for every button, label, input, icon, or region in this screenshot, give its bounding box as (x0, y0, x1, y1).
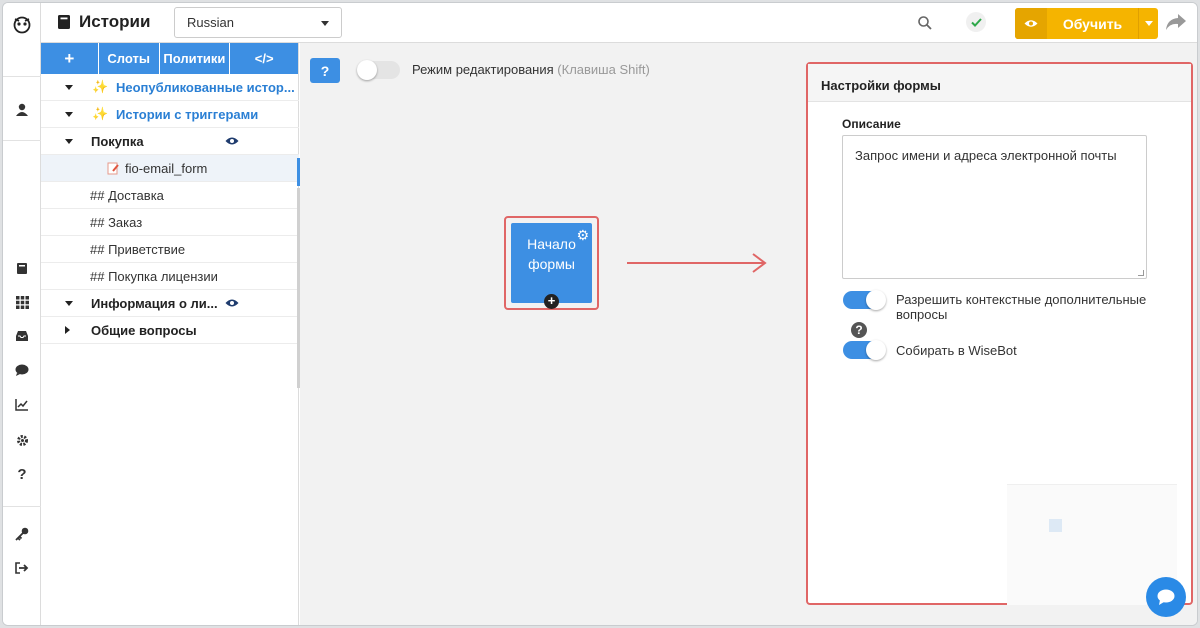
toggle-knob (866, 340, 886, 360)
chat-icon[interactable] (3, 360, 41, 380)
scrollbar-track[interactable] (297, 188, 300, 388)
toggle-knob (357, 60, 377, 80)
tree-item-triggers[interactable]: ✨ Истории с триггерами (41, 101, 299, 128)
edit-mode-label: Режим редактирования (Клавиша Shift) (412, 62, 650, 77)
gear-icon[interactable]: ⚙ (576, 227, 589, 243)
train-button[interactable]: Обучить (1015, 8, 1158, 39)
chevron-down-icon (321, 21, 329, 26)
tree-item-label: Неопубликованные истор... (116, 79, 295, 95)
add-node-icon[interactable]: + (544, 294, 559, 309)
description-field-value: Запрос имени и адреса электронной почты (855, 148, 1117, 163)
train-button-label: Обучить (1062, 15, 1123, 32)
add-story-button[interactable]: + (41, 43, 99, 74)
top-bar: Истории Russian Обучить (41, 3, 1197, 43)
key-icon[interactable] (3, 524, 41, 544)
form-settings-title: Настройки формы (808, 64, 1191, 102)
tree-item-story[interactable]: ## Доставка (41, 182, 299, 209)
page-title-text: Истории (79, 12, 151, 31)
tree-item-general-questions[interactable]: Общие вопросы (41, 317, 299, 344)
help-icon[interactable]: ? (17, 465, 27, 483)
form-start-node-highlight: ⚙ Начало формы + (504, 216, 599, 310)
node-label-line1: Начало (527, 236, 576, 252)
sparkle-icon: ✨ (92, 79, 109, 94)
eye-icon[interactable] (1015, 8, 1047, 39)
sparkle-icon: ✨ (92, 106, 109, 121)
description-field[interactable]: Запрос имени и адреса электронной почты (842, 135, 1147, 279)
train-dropdown-toggle[interactable] (1138, 8, 1158, 39)
edit-mode-text: Режим редактирования (412, 62, 554, 77)
chevron-down-icon (1144, 21, 1153, 26)
tree-item-purchase[interactable]: Покупка (41, 128, 299, 155)
help-button[interactable]: ? (310, 58, 340, 83)
contextual-questions-line2: вопросы (896, 307, 948, 322)
chat-widget-button[interactable] (1146, 577, 1186, 617)
tree-item-label: fio-email_form (125, 160, 208, 176)
settings-gear-icon[interactable] (3, 430, 41, 450)
language-select-value: Russian (187, 15, 234, 30)
tree-item-unpublished[interactable]: ✨ Неопубликованные истор... (41, 74, 299, 101)
contextual-questions-label: Разрешить контекстные дополнительные воп… (896, 292, 1146, 322)
collect-wisebot-label: Собирать в WiseBot (896, 343, 1017, 358)
placeholder-area (1007, 484, 1177, 605)
tree-item-label: Истории с триггерами (116, 106, 259, 122)
arrow-right-icon (627, 253, 767, 273)
tab-slots[interactable]: Слоты (98, 43, 160, 74)
tree-item-story[interactable]: ## Покупка лицензии (41, 263, 299, 290)
chat-bubble-icon (1157, 589, 1175, 605)
tree-item-story[interactable]: ## Заказ (41, 209, 299, 236)
edit-mode-toggle[interactable] (357, 60, 400, 80)
resize-handle[interactable] (1138, 270, 1144, 276)
node-label-line2: формы (528, 256, 575, 272)
chevron-down-icon[interactable] (65, 139, 73, 144)
language-select[interactable]: Russian (174, 7, 342, 38)
stories-panel: + Слоты Политики </> ✨ Неопубликованные … (41, 43, 300, 625)
question-help-icon[interactable]: ? (851, 322, 867, 338)
grid-icon[interactable] (3, 292, 41, 312)
toggle-knob (866, 290, 886, 310)
chevron-down-icon[interactable] (65, 112, 73, 117)
chevron-down-icon[interactable] (65, 85, 73, 90)
book-icon (58, 15, 70, 29)
tree-item-label: Информация о ли... (91, 295, 218, 311)
eye-icon[interactable] (225, 298, 239, 308)
tree-item-label: ## Доставка (90, 187, 164, 203)
chart-icon[interactable] (3, 395, 41, 415)
chevron-down-icon[interactable] (65, 301, 73, 306)
book-icon[interactable] (3, 258, 41, 278)
tab-code[interactable]: </> (230, 43, 298, 74)
tab-policies[interactable]: Политики (159, 43, 231, 74)
logout-icon[interactable] (3, 558, 41, 578)
form-start-node[interactable]: ⚙ Начало формы + (511, 223, 592, 309)
status-check-icon[interactable] (966, 12, 986, 32)
tree-item-story[interactable]: ## Приветствие (41, 236, 299, 263)
editor-canvas[interactable]: ? Режим редактирования (Клавиша Shift) ⚙… (300, 43, 1197, 625)
scrollbar-thumb[interactable] (297, 158, 300, 186)
icon-rail: ? (3, 3, 41, 625)
tree-item-label: ## Заказ (90, 214, 143, 230)
page-title: Истории (57, 12, 150, 32)
form-file-icon (107, 162, 119, 175)
edit-mode-hint: (Клавиша Shift) (557, 62, 650, 77)
tree-item-label: Покупка (91, 133, 144, 149)
description-label: Описание (842, 117, 901, 131)
share-icon[interactable] (1165, 12, 1187, 32)
tree-item-license-info[interactable]: Информация о ли... (41, 290, 299, 317)
contextual-questions-toggle[interactable] (843, 290, 886, 310)
contextual-questions-line1: Разрешить контекстные дополнительные (896, 292, 1147, 307)
form-settings-panel: Настройки формы Описание Запрос имени и … (806, 62, 1193, 605)
user-icon[interactable] (3, 100, 41, 120)
chevron-right-icon[interactable] (65, 326, 70, 334)
inbox-icon[interactable] (3, 326, 41, 346)
search-icon[interactable] (917, 15, 933, 31)
tree-item-label: Общие вопросы (91, 322, 197, 338)
logo-icon[interactable] (3, 15, 41, 35)
tree-item-label: ## Приветствие (90, 241, 186, 257)
panel-tabs: + Слоты Политики </> (41, 43, 298, 74)
tree-item-form-file[interactable]: fio-email_form (41, 155, 299, 182)
collect-wisebot-toggle[interactable] (843, 340, 886, 360)
tree-item-label: ## Покупка лицензии (90, 268, 218, 284)
placeholder-square (1049, 519, 1062, 532)
eye-icon[interactable] (225, 136, 239, 146)
